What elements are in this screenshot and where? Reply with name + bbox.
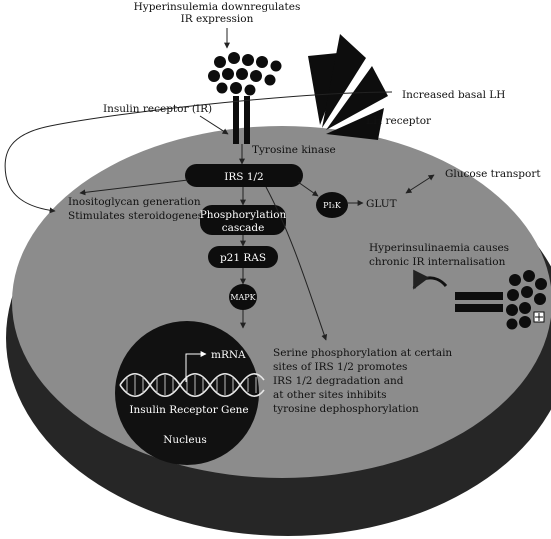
lh-receptor-label: LH receptor	[366, 115, 432, 127]
internalised-receptor-bar-top	[455, 292, 503, 300]
mrna-arrow	[185, 351, 207, 382]
pi3k-node	[316, 192, 348, 218]
hyperinsulinemia-label-line2: IR expression	[181, 13, 254, 25]
irs-to-pi3k-arrow	[297, 181, 319, 197]
serine-label-line2: sites of IRS 1/2 promotes	[273, 361, 407, 373]
phosphorylation-node	[200, 205, 286, 235]
irs-node	[185, 164, 303, 187]
internalisation-arrow	[412, 269, 448, 290]
serine-label-line4: at other sites inhibits	[273, 389, 387, 401]
irs-label: IRS 1/2	[224, 171, 263, 183]
insulin-molecule-cluster	[208, 52, 282, 96]
irs-to-serine-line	[265, 186, 328, 341]
internalised-receptor-bar-bottom	[455, 304, 503, 312]
hyperinsulinemia-label-line1: Hyperinsulemia downregulates	[134, 1, 301, 13]
p21ras-label: p21 RAS	[220, 252, 266, 264]
insulin-receptor-label: Insulin receptor (IR)	[103, 103, 212, 115]
serine-label-line3: IRS 1/2 degradation and	[273, 375, 404, 387]
inositoglycan-label-line1: Inositoglycan generation	[68, 196, 201, 208]
insulin-receptor-gene-label: Insulin Receptor Gene	[129, 404, 248, 416]
internalisation-label-line2: chronic IR internalisation	[369, 256, 506, 268]
glut-label: GLUT	[366, 198, 397, 210]
mapk-label: MAPK	[230, 293, 256, 302]
glucose-transport-arrow	[405, 174, 435, 194]
insulin-receptor-pointer	[199, 115, 229, 135]
internalised-marker-icon	[533, 311, 545, 323]
pi3k-label: PI₃K	[323, 201, 342, 210]
internalisation-label-line1: Hyperinsulinaemia causes	[369, 242, 509, 254]
serine-label-line1: Serine phosphorylation at certain	[273, 347, 452, 359]
insulin-receptor-bar-left	[233, 96, 239, 144]
glucose-transport-label: Glucose transport	[445, 168, 541, 180]
mapk-node	[229, 284, 257, 310]
increased-basal-lh-label: Increased basal LH	[402, 89, 505, 101]
irs-to-inositoglycan-arrow	[79, 179, 189, 196]
dna-helix-icon	[119, 372, 265, 398]
nucleus-label: Nucleus	[163, 434, 207, 446]
phosphorylation-label-line1: Phosphorylation	[200, 209, 287, 221]
p21ras-node	[208, 246, 278, 268]
mrna-label: mRNA	[211, 349, 246, 361]
dna-rungs	[126, 375, 257, 395]
serine-label-line5: tyrosine dephosphorylation	[273, 403, 419, 415]
phosphorylation-label-line2: cascade	[222, 222, 265, 234]
tyrosine-kinase-label: Tyrosine kinase	[252, 144, 336, 156]
inositoglycan-label-line2: Stimulates steroidogenesis	[68, 210, 212, 222]
insulin-receptor-bar-right	[244, 96, 250, 144]
lh-receptor-shape	[308, 34, 388, 140]
internalised-insulin-cluster	[506, 270, 547, 330]
increased-lh-curve	[4, 91, 393, 214]
